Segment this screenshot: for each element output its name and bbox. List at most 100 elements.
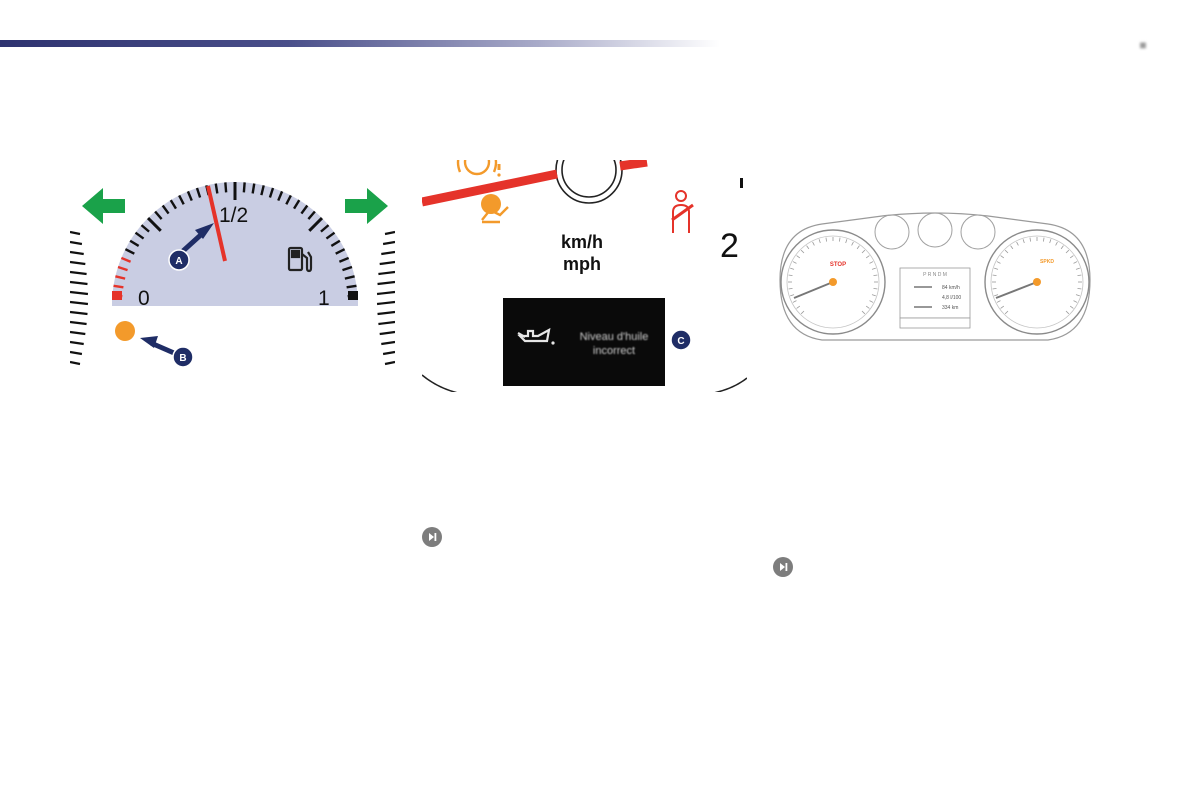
dial-tick (1029, 237, 1031, 242)
dial-tick (861, 249, 866, 254)
header-bar (0, 40, 720, 47)
neighbor-tick (381, 250, 395, 256)
dial-tick (1069, 255, 1074, 259)
speed-unit-kmh: km/h (561, 232, 603, 252)
left-neighbor-gauge-ticks (70, 230, 89, 366)
dial-tick (800, 249, 805, 254)
seatbelt-icon (671, 190, 694, 233)
dial-tick (792, 261, 797, 264)
dial-tick (792, 300, 797, 303)
svg-text:334 km: 334 km (942, 305, 958, 311)
fuel-gauge-tick (342, 265, 353, 272)
right-neighbor-gauge-ticks (376, 230, 395, 366)
dial-tick (992, 274, 997, 276)
dial-tick (800, 310, 805, 315)
brake-warning-icon (456, 160, 501, 177)
fuel-label-half: 1/2 (219, 204, 248, 227)
dial-tick (1000, 305, 1005, 309)
fuel-gauge-tick (293, 199, 301, 210)
fuel-gauge-tick (129, 239, 140, 247)
fuel-gauge-tick (224, 182, 228, 193)
svg-text:P R N D M: P R N D M (923, 272, 947, 278)
dial-tick (992, 288, 997, 290)
oil-level-illustration: 2 km/h mph Niveau d'huile incorrect C (422, 160, 747, 392)
dial-tick (1022, 239, 1025, 244)
fuel-gauge-tick (124, 248, 135, 255)
neighbor-tick (376, 290, 395, 296)
neighbor-tick (70, 280, 88, 286)
airbag-off-icon (481, 194, 509, 224)
dial-tick (865, 305, 870, 309)
svg-text:STOP: STOP (830, 262, 846, 268)
fuel-gauge-tick (335, 248, 346, 255)
fuel-gauge-tick (277, 190, 284, 202)
fuel-gauge-tick (113, 284, 124, 289)
full-marker (348, 291, 358, 300)
dial-tick (865, 255, 870, 259)
tachometer-dial: STOP (780, 229, 886, 335)
dial-tick (788, 288, 793, 290)
neighbor-tick (384, 360, 395, 366)
oil-can-icon (517, 327, 555, 345)
fuel-gauge-tick (120, 256, 132, 263)
dial-tick (1049, 239, 1052, 244)
neighbor-tick (70, 330, 86, 336)
dial-tick (845, 239, 848, 244)
svg-text:B: B (179, 353, 186, 364)
neighbor-tick (378, 320, 395, 326)
cluster-outline-right (714, 377, 747, 392)
dial-tick (1060, 245, 1064, 250)
fuel-gauge-illustration: 0 1/2 1 A B (70, 160, 395, 390)
dial-tick (825, 237, 827, 242)
dial-tick (871, 294, 876, 297)
dial-tick (869, 300, 874, 303)
fuel-gauge-tick (346, 284, 357, 289)
speed-unit-mph: mph (563, 254, 601, 274)
neighbor-tick (70, 320, 87, 326)
neighbor-tick (70, 260, 86, 266)
oil-display-svg: 2 km/h mph Niveau d'huile incorrect C (422, 160, 747, 392)
page-number: ■ (1139, 38, 1147, 52)
neighbor-tick (70, 300, 89, 306)
dial-tick (873, 288, 878, 290)
cluster-outline-left (422, 374, 458, 392)
screen-message-line1: Niveau d'huile (580, 331, 649, 343)
neighbor-tick (70, 340, 84, 346)
dial-tick (861, 310, 866, 315)
dial-tick (1075, 267, 1080, 270)
fuel-gauge-tick (338, 256, 350, 263)
dial-tick (869, 261, 874, 264)
fuel-needle (206, 185, 227, 262)
fuel-gauge-tick (344, 275, 355, 280)
arrow-right-icon (345, 188, 388, 224)
dial-tick (1043, 237, 1045, 242)
neighbor-tick (378, 270, 395, 276)
fuel-gauge-tick (307, 210, 316, 220)
fuel-pump-icon (287, 246, 313, 273)
dial-tick (1069, 305, 1074, 309)
fuel-gauge-svg: 0 1/2 1 A B (70, 182, 395, 368)
next-section-icon[interactable] (422, 527, 442, 547)
neighbor-tick (70, 270, 87, 276)
callout-c: C (670, 329, 692, 351)
neighbor-tick (70, 360, 81, 366)
neighbor-tick (381, 340, 395, 346)
next-section-icon[interactable] (773, 557, 793, 577)
svg-text:A: A (175, 256, 182, 267)
dial-tick (839, 237, 841, 242)
fuel-dial-base (112, 296, 358, 306)
fuel-gauge-tick (195, 187, 202, 198)
dial-tick (1073, 261, 1078, 264)
partial-tick (740, 178, 743, 188)
dial-tick (1000, 255, 1005, 259)
dial-tick (806, 245, 810, 250)
instrument-cluster-illustration: STOP SPKD P R N D M 84 km/h 4,8 l/100 33… (772, 210, 1098, 350)
arrow-left-icon (82, 188, 125, 224)
fuel-gauge-tick (214, 183, 219, 194)
callout-a: A (168, 223, 214, 271)
dial-tick (790, 294, 795, 297)
dial-tick (1004, 310, 1009, 315)
fuel-gauge-tick (330, 239, 341, 247)
center-display: P R N D M 84 km/h 4,8 l/100 334 km (899, 267, 971, 329)
fuel-gauge-tick (161, 204, 170, 215)
